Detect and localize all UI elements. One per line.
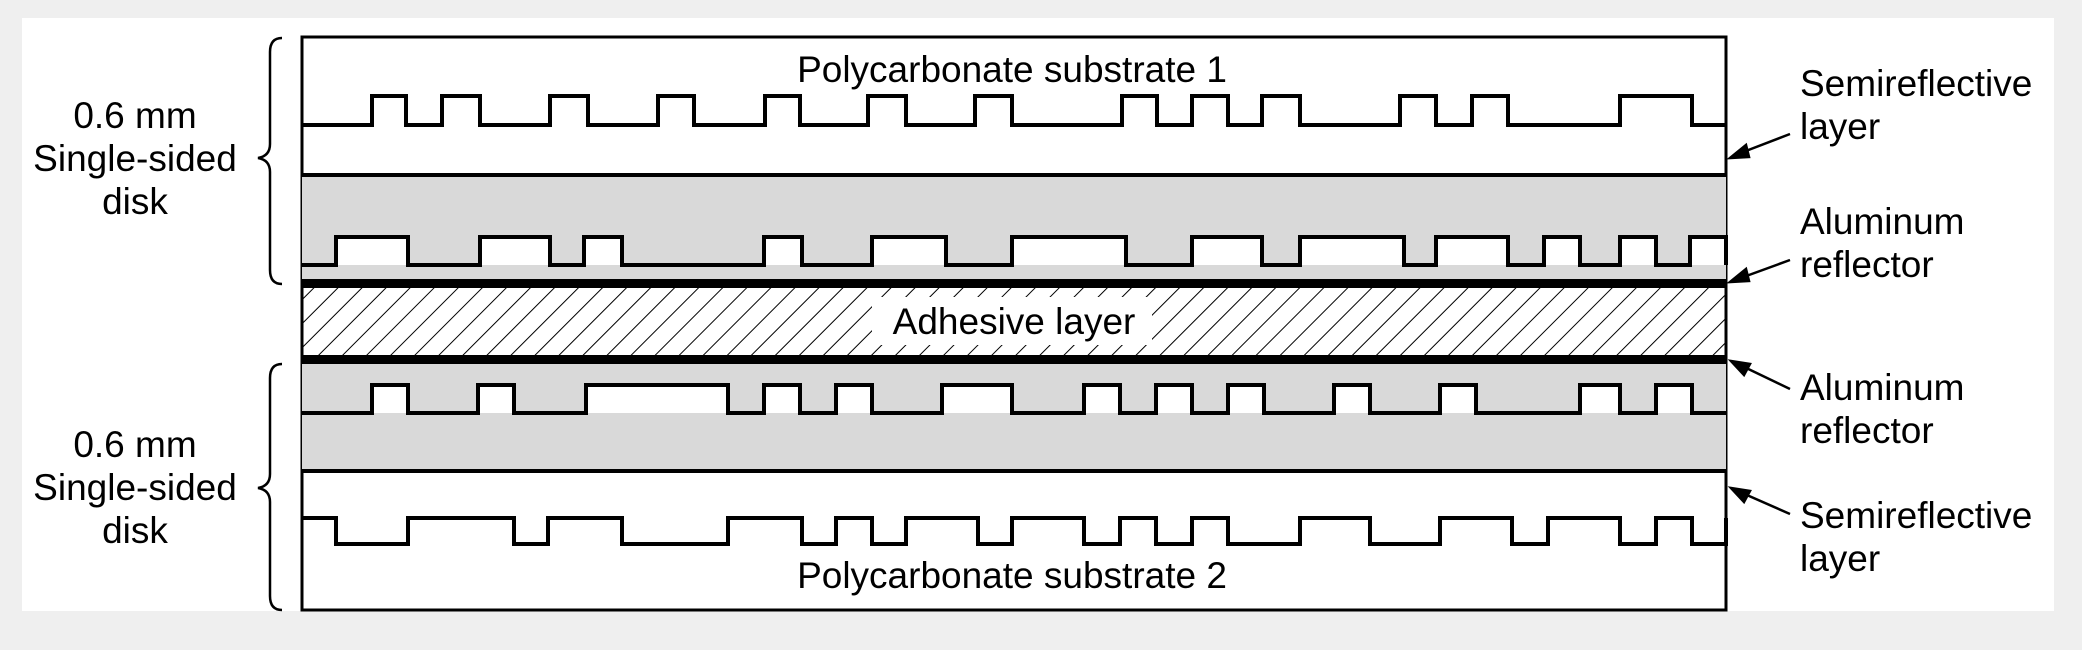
- substrate-1-label: Polycarbonate substrate 1: [797, 49, 1227, 90]
- callout-semireflective-top-line2: layer: [1800, 106, 1880, 147]
- callout-semireflective-bottom-line2: layer: [1800, 538, 1880, 579]
- arrow-aluminum-bottom-head: [1727, 359, 1752, 378]
- bottom-disk-type-label: Single-sided: [33, 467, 237, 508]
- aluminum-reflector-bottom-bar: [302, 355, 1726, 364]
- callout-aluminum-top-line1: Aluminum: [1800, 201, 1965, 242]
- callout-semireflective-top-line1: Semireflective: [1800, 63, 2032, 104]
- callout-semireflective-bottom-line1: Semireflective: [1800, 495, 2032, 536]
- aluminum-reflector-top-bar: [302, 279, 1726, 288]
- bottom-disk-brace: [257, 362, 283, 612]
- adhesive-label-mask: [872, 297, 1152, 345]
- top-reflector-pits-fill: [336, 237, 1726, 265]
- aluminum-reflector-top-track: [302, 235, 1728, 267]
- top-disk-type-label-2: disk: [102, 181, 168, 222]
- bottom-disk-thickness-label: 0.6 mm: [73, 424, 196, 465]
- bottom-disk-type-label-2: disk: [102, 510, 168, 551]
- bottom-reflector-pits-fill: [372, 385, 1692, 413]
- callout-aluminum-bottom-line2: reflector: [1800, 410, 1934, 451]
- arrow-semireflective-bottom-head: [1727, 486, 1752, 505]
- top-disk-brace: [257, 36, 283, 286]
- callout-aluminum-top-line2: reflector: [1800, 244, 1934, 285]
- arrow-aluminum-top-head: [1726, 266, 1751, 284]
- callout-arrows: [1726, 132, 1791, 516]
- aluminum-reflector-bottom-track: [302, 383, 1726, 415]
- top-disk-thickness-label: 0.6 mm: [73, 95, 196, 136]
- top-disk-type-label: Single-sided: [33, 138, 237, 179]
- adhesive-label: Adhesive layer: [893, 301, 1136, 342]
- substrate-2-label: Polycarbonate substrate 2: [797, 555, 1227, 596]
- semireflective-layer-top-track: [302, 94, 1726, 127]
- semireflective-layer-bottom-track: [302, 516, 1728, 546]
- callout-aluminum-bottom-line1: Aluminum: [1800, 367, 1965, 408]
- arrow-semireflective-top-head: [1726, 142, 1751, 160]
- bottom-data-layer-fill: [302, 363, 1726, 471]
